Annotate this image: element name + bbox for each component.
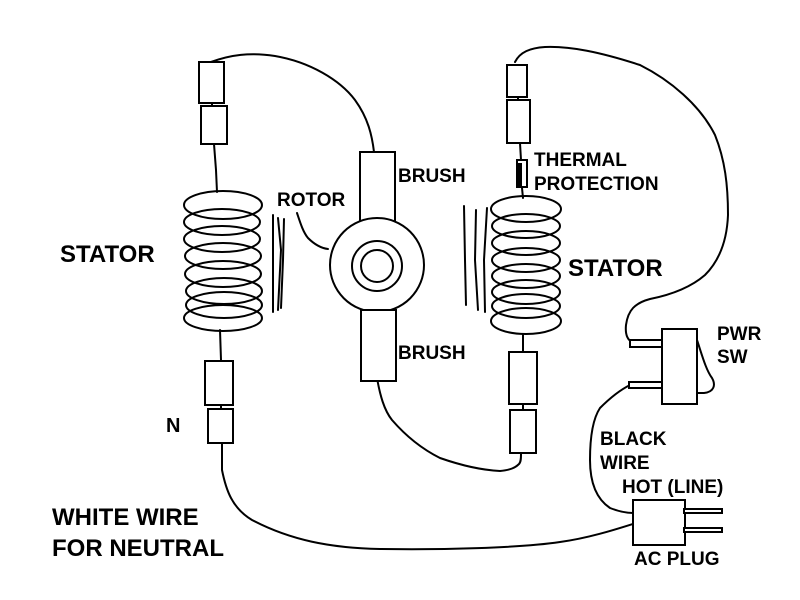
connector-right-top-1 bbox=[506, 64, 528, 98]
wire-brush-bottom-to-stator-right bbox=[376, 377, 522, 472]
thermal-protector-fill bbox=[517, 163, 522, 187]
label-brush-bottom: BRUSH bbox=[398, 343, 466, 364]
label-white-wire-line2: FOR NEUTRAL bbox=[52, 535, 224, 562]
wire-right-to-thermal bbox=[519, 142, 522, 161]
label-ac-plug: AC PLUG bbox=[634, 549, 720, 570]
wire-switch-tail bbox=[695, 339, 715, 394]
wire-left-to-coil bbox=[213, 143, 218, 193]
label-rotor: ROTOR bbox=[277, 190, 346, 211]
label-stator-right: STATOR bbox=[568, 255, 663, 282]
connector-right-bottom-1 bbox=[508, 351, 538, 405]
wires bbox=[210, 45, 729, 551]
label-neutral: N bbox=[166, 415, 180, 437]
wire-stator-right-to-switch bbox=[514, 45, 729, 343]
label-stator-left: STATOR bbox=[60, 241, 155, 268]
wire-neutral-white bbox=[221, 442, 637, 551]
plug-prong-top bbox=[683, 508, 723, 514]
label-pwr-line1: PWR bbox=[717, 324, 762, 345]
label-black-wire-line1: BLACK bbox=[600, 429, 667, 450]
switch-body bbox=[661, 328, 698, 405]
rotor bbox=[329, 217, 425, 313]
connector-right-bottom-2 bbox=[509, 409, 537, 454]
brush-top bbox=[359, 151, 396, 222]
plug-prong-bottom bbox=[683, 527, 723, 533]
label-pwr-line2: SW bbox=[717, 347, 748, 368]
label-thermal-line1: THERMAL bbox=[534, 150, 627, 171]
connector-right-top-2 bbox=[506, 99, 531, 144]
wire-switch-to-plug-black bbox=[589, 384, 634, 514]
switch-terminal-top bbox=[629, 339, 665, 348]
stator-right-coil bbox=[490, 195, 562, 335]
plug-body bbox=[632, 499, 686, 546]
wire-left-coil-bottom bbox=[219, 329, 222, 361]
label-thermal-line2: PROTECTION bbox=[534, 174, 659, 195]
label-hot-line: HOT (LINE) bbox=[622, 477, 723, 498]
connector-left-top-2 bbox=[200, 105, 228, 145]
stator-left-core bbox=[272, 214, 285, 313]
label-white-wire-line1: WHITE WIRE bbox=[52, 504, 199, 531]
connector-left-top-1 bbox=[198, 61, 225, 104]
power-switch bbox=[628, 328, 698, 405]
brush-bottom bbox=[360, 309, 397, 382]
connector-left-bottom-1 bbox=[204, 360, 234, 406]
rotor-pointer bbox=[296, 212, 329, 250]
switch-terminal-bottom bbox=[628, 381, 665, 389]
connector-neutral bbox=[207, 408, 234, 444]
ac-plug bbox=[632, 499, 723, 546]
label-black-wire-line2: WIRE bbox=[600, 453, 650, 474]
wire-stator-left-to-brush-top bbox=[210, 53, 375, 153]
stator-right-core bbox=[463, 205, 488, 313]
stator-left-coil bbox=[183, 190, 263, 332]
label-brush-top: BRUSH bbox=[398, 166, 466, 187]
